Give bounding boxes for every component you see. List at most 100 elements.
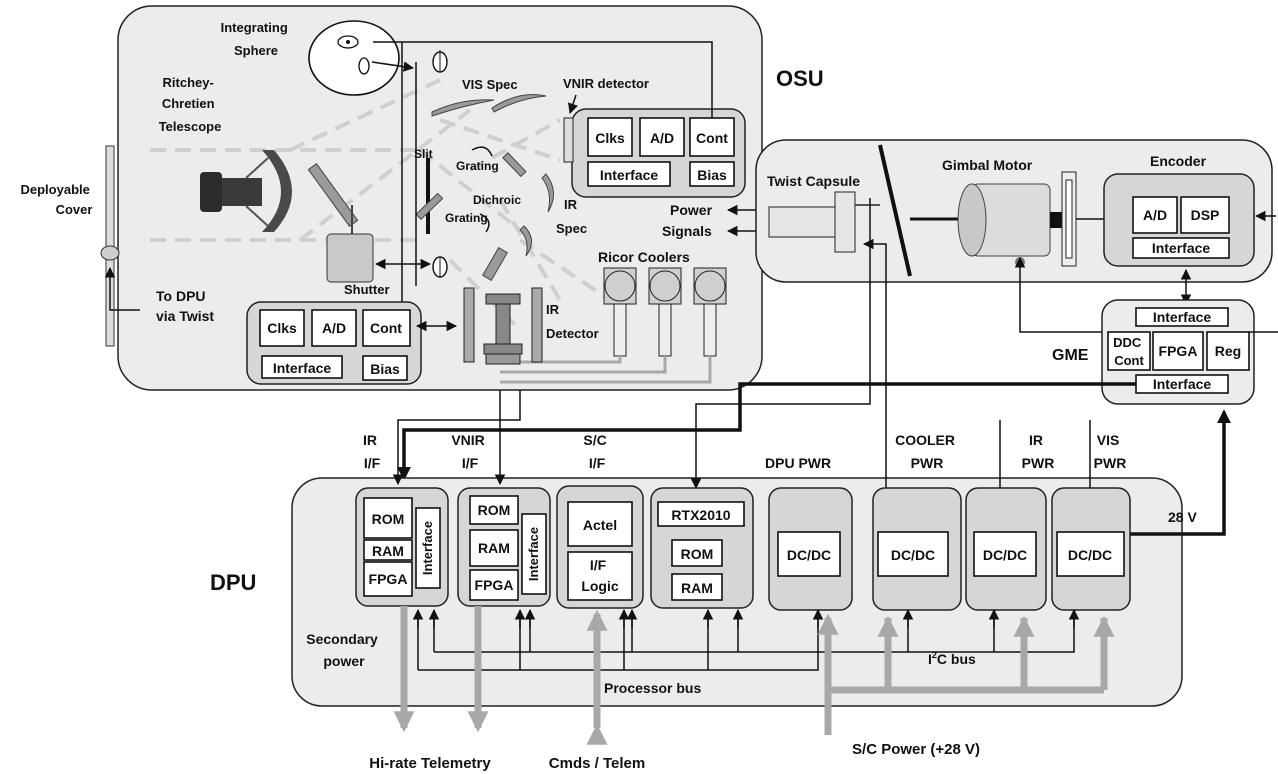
to-dpu-label: To DPU via Twist	[156, 288, 214, 324]
vnir-clks	[587, 117, 633, 157]
ir-card-ram-label: RAM	[372, 543, 404, 559]
integrating-sphere-label: Integrating Sphere	[221, 20, 292, 58]
ir-spec-label: IR Spec	[556, 197, 587, 236]
sc-card-actel-label: Actel	[583, 517, 617, 533]
gme-interface-bottom-label: Interface	[1153, 376, 1212, 392]
sc-card-if-logic-label: I/F Logic	[581, 557, 619, 594]
gme-reg-label: Reg	[1215, 343, 1241, 359]
vnir-card-rom-label: ROM	[478, 502, 511, 518]
gme-interface-top	[1135, 307, 1229, 327]
grating-lower	[479, 213, 490, 233]
vnir-ad	[639, 117, 685, 157]
cooler-pwr-dcdc	[877, 531, 949, 577]
ir-pwr-dcdc-label: DC/DC	[983, 547, 1027, 563]
ir-card-rom-label: ROM	[372, 511, 405, 527]
motor-drive-wire	[1014, 256, 1104, 333]
telescope-icon	[200, 150, 292, 232]
vis-fold-mirror	[502, 152, 527, 178]
osu-title: OSU	[776, 66, 824, 91]
vis-spec-label: VIS Spec	[462, 77, 518, 92]
sc-if-label: S/C I/F	[583, 432, 610, 471]
proc-ram	[671, 573, 723, 601]
power-label: Power	[670, 202, 713, 218]
processor-bus-taps	[417, 618, 709, 670]
shutter-label: Shutter	[344, 282, 390, 297]
encoder-label: Encoder	[1150, 153, 1207, 169]
ir-if-wire	[392, 390, 521, 486]
dichroic-label: Dichroic	[473, 193, 521, 207]
twist-capsule-label: Twist Capsule	[767, 173, 860, 189]
integrating-sphere	[308, 20, 400, 96]
twist-to-rtx-wire	[690, 198, 871, 490]
ir-bias-label: Bias	[370, 361, 400, 377]
ir-pwr-label: IR PWR	[1022, 432, 1055, 471]
bus-tap-arrows	[412, 608, 1080, 628]
vnir-card-ram-label: RAM	[478, 540, 510, 556]
proc-ram-label: RAM	[681, 580, 713, 596]
cooler-pwr-dcdc-label: DC/DC	[891, 547, 935, 563]
dpu-pwr-dcdc-label: DC/DC	[787, 547, 831, 563]
vnir-detector-label: VNIR detector	[563, 76, 649, 91]
gme-reg	[1206, 331, 1250, 371]
rtx2010-label: RTX2010	[671, 507, 730, 523]
cmds-telem-label: Cmds / Telem	[549, 755, 645, 772]
vnir-card-ram	[469, 529, 519, 567]
vnir-interface	[587, 161, 671, 187]
dichroic-plate	[415, 192, 444, 221]
shutter-lamp-icon	[432, 256, 448, 278]
grating-upper	[471, 146, 493, 157]
cooler-pwr-label: COOLER PWR	[895, 432, 959, 471]
gme-interface-top-label: Interface	[1153, 309, 1212, 325]
vnir-card-fpga	[469, 569, 519, 601]
ir-pwr-dcdc	[973, 531, 1037, 577]
cover-hinge	[100, 245, 120, 261]
gme-to-processor-wire	[397, 382, 1136, 481]
encoder-dsp-label: DSP	[1191, 207, 1220, 223]
cooler-1-icon	[603, 267, 637, 357]
gimbal-motor-label: Gimbal Motor	[942, 157, 1033, 173]
sphere-output-arrow	[371, 61, 415, 72]
ir-mirror-upper	[541, 173, 554, 213]
grating-upper-label: Grating	[456, 159, 499, 173]
vnir-card-interface-label: Interface	[526, 527, 541, 581]
twist-capsule-body	[768, 206, 836, 238]
vnir-card-rom	[469, 495, 519, 525]
vnir-bias-label: Bias	[697, 167, 727, 183]
cooler-2-icon	[648, 267, 682, 357]
encoder-ad-label: A/D	[1143, 207, 1167, 223]
fold-mirror	[307, 163, 359, 227]
vis-pwr-dcdc-label: DC/DC	[1068, 547, 1112, 563]
vnir-card-fpga-label: FPGA	[475, 577, 514, 593]
grating-lower-label: Grating	[445, 211, 488, 225]
sc-power-card-arrows	[877, 615, 1115, 650]
ir-mirror-lower	[519, 225, 532, 257]
i2c-bus	[433, 618, 1075, 653]
ir-card-ram	[363, 539, 413, 561]
ir-card-rom	[363, 497, 413, 539]
encoder-interface	[1132, 237, 1230, 259]
vnir-cont	[689, 117, 735, 157]
ir-interface-label: Interface	[273, 360, 332, 376]
sc-card-if-logic	[567, 551, 633, 601]
hi-rate-telemetry-label: Hi-rate Telemetry	[369, 755, 491, 772]
rtx2010	[657, 501, 745, 527]
ir-card-interface	[415, 507, 441, 589]
ir-detector-icon	[463, 287, 543, 365]
ir-interface	[261, 355, 343, 379]
vnir-cont-label: Cont	[696, 130, 728, 146]
processor-bus-label: Processor bus	[604, 680, 701, 696]
vnir-ad-label: A/D	[650, 130, 674, 146]
encoder-interface-label: Interface	[1152, 240, 1211, 256]
v28-label: 28 V	[1168, 509, 1197, 525]
ir-cont	[362, 309, 411, 347]
sc-power-label: S/C Power (+28 V)	[852, 741, 980, 758]
vnir-detector	[563, 117, 574, 163]
v28-wire	[1130, 409, 1231, 536]
proc-rom	[671, 539, 723, 567]
ir-ad-label: A/D	[322, 320, 346, 336]
dpu-title: DPU	[210, 570, 256, 595]
vis-pwr-label: VIS PWR	[1094, 432, 1127, 471]
ir-fold-mirror	[481, 246, 509, 282]
slit	[426, 158, 430, 234]
